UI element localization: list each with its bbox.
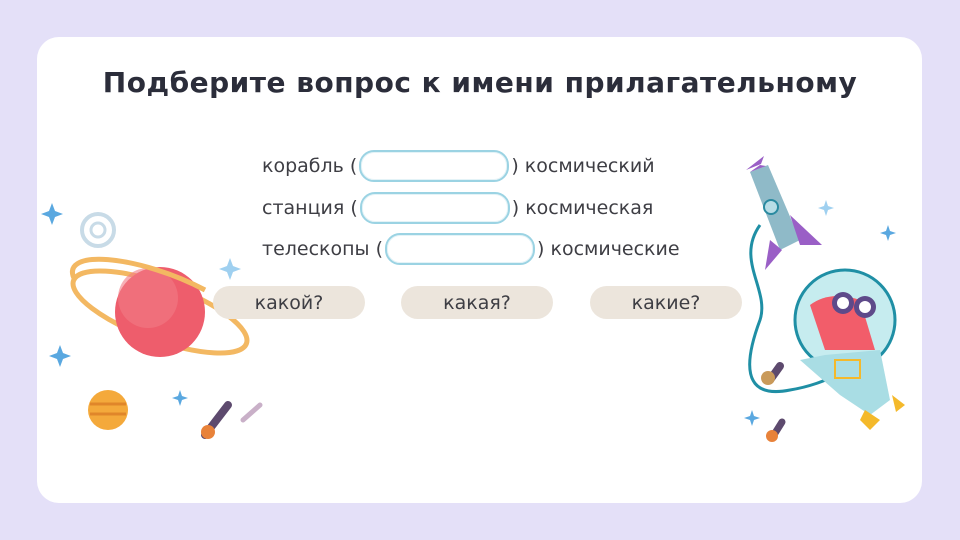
noun-text: станция ( [262, 197, 358, 219]
adjective-text: ) космические [537, 238, 680, 260]
dinosaur-astronaut-icon [793, 268, 905, 430]
exercise-row: корабль ( ) космический [262, 150, 655, 182]
small-planet-icon [88, 390, 128, 430]
option-kakoy[interactable]: какой? [213, 286, 365, 319]
star-icon [41, 200, 896, 426]
exercise-row: станция ( ) космическая [262, 192, 653, 224]
noun-text: телескопы ( [262, 238, 384, 260]
option-kakaya[interactable]: какая? [401, 286, 553, 319]
option-kakie[interactable]: какие? [590, 286, 742, 319]
slide-card [37, 37, 922, 503]
answer-blank-2[interactable] [359, 192, 510, 224]
page-title: Подберите вопрос к имени прилагательному [102, 66, 858, 99]
adjective-text: ) космический [511, 155, 655, 177]
adjective-text: ) космическая [511, 197, 654, 219]
galaxy-icon [80, 212, 116, 248]
noun-text: корабль ( [262, 155, 358, 177]
answer-blank-1[interactable] [359, 150, 510, 182]
comet-icon [201, 362, 786, 442]
tether-line [748, 224, 851, 393]
rocket-icon [746, 156, 822, 270]
ringed-planet-icon [69, 256, 250, 357]
answer-blank-3[interactable] [385, 233, 536, 265]
exercise-row: телескопы ( ) космические [262, 233, 680, 265]
